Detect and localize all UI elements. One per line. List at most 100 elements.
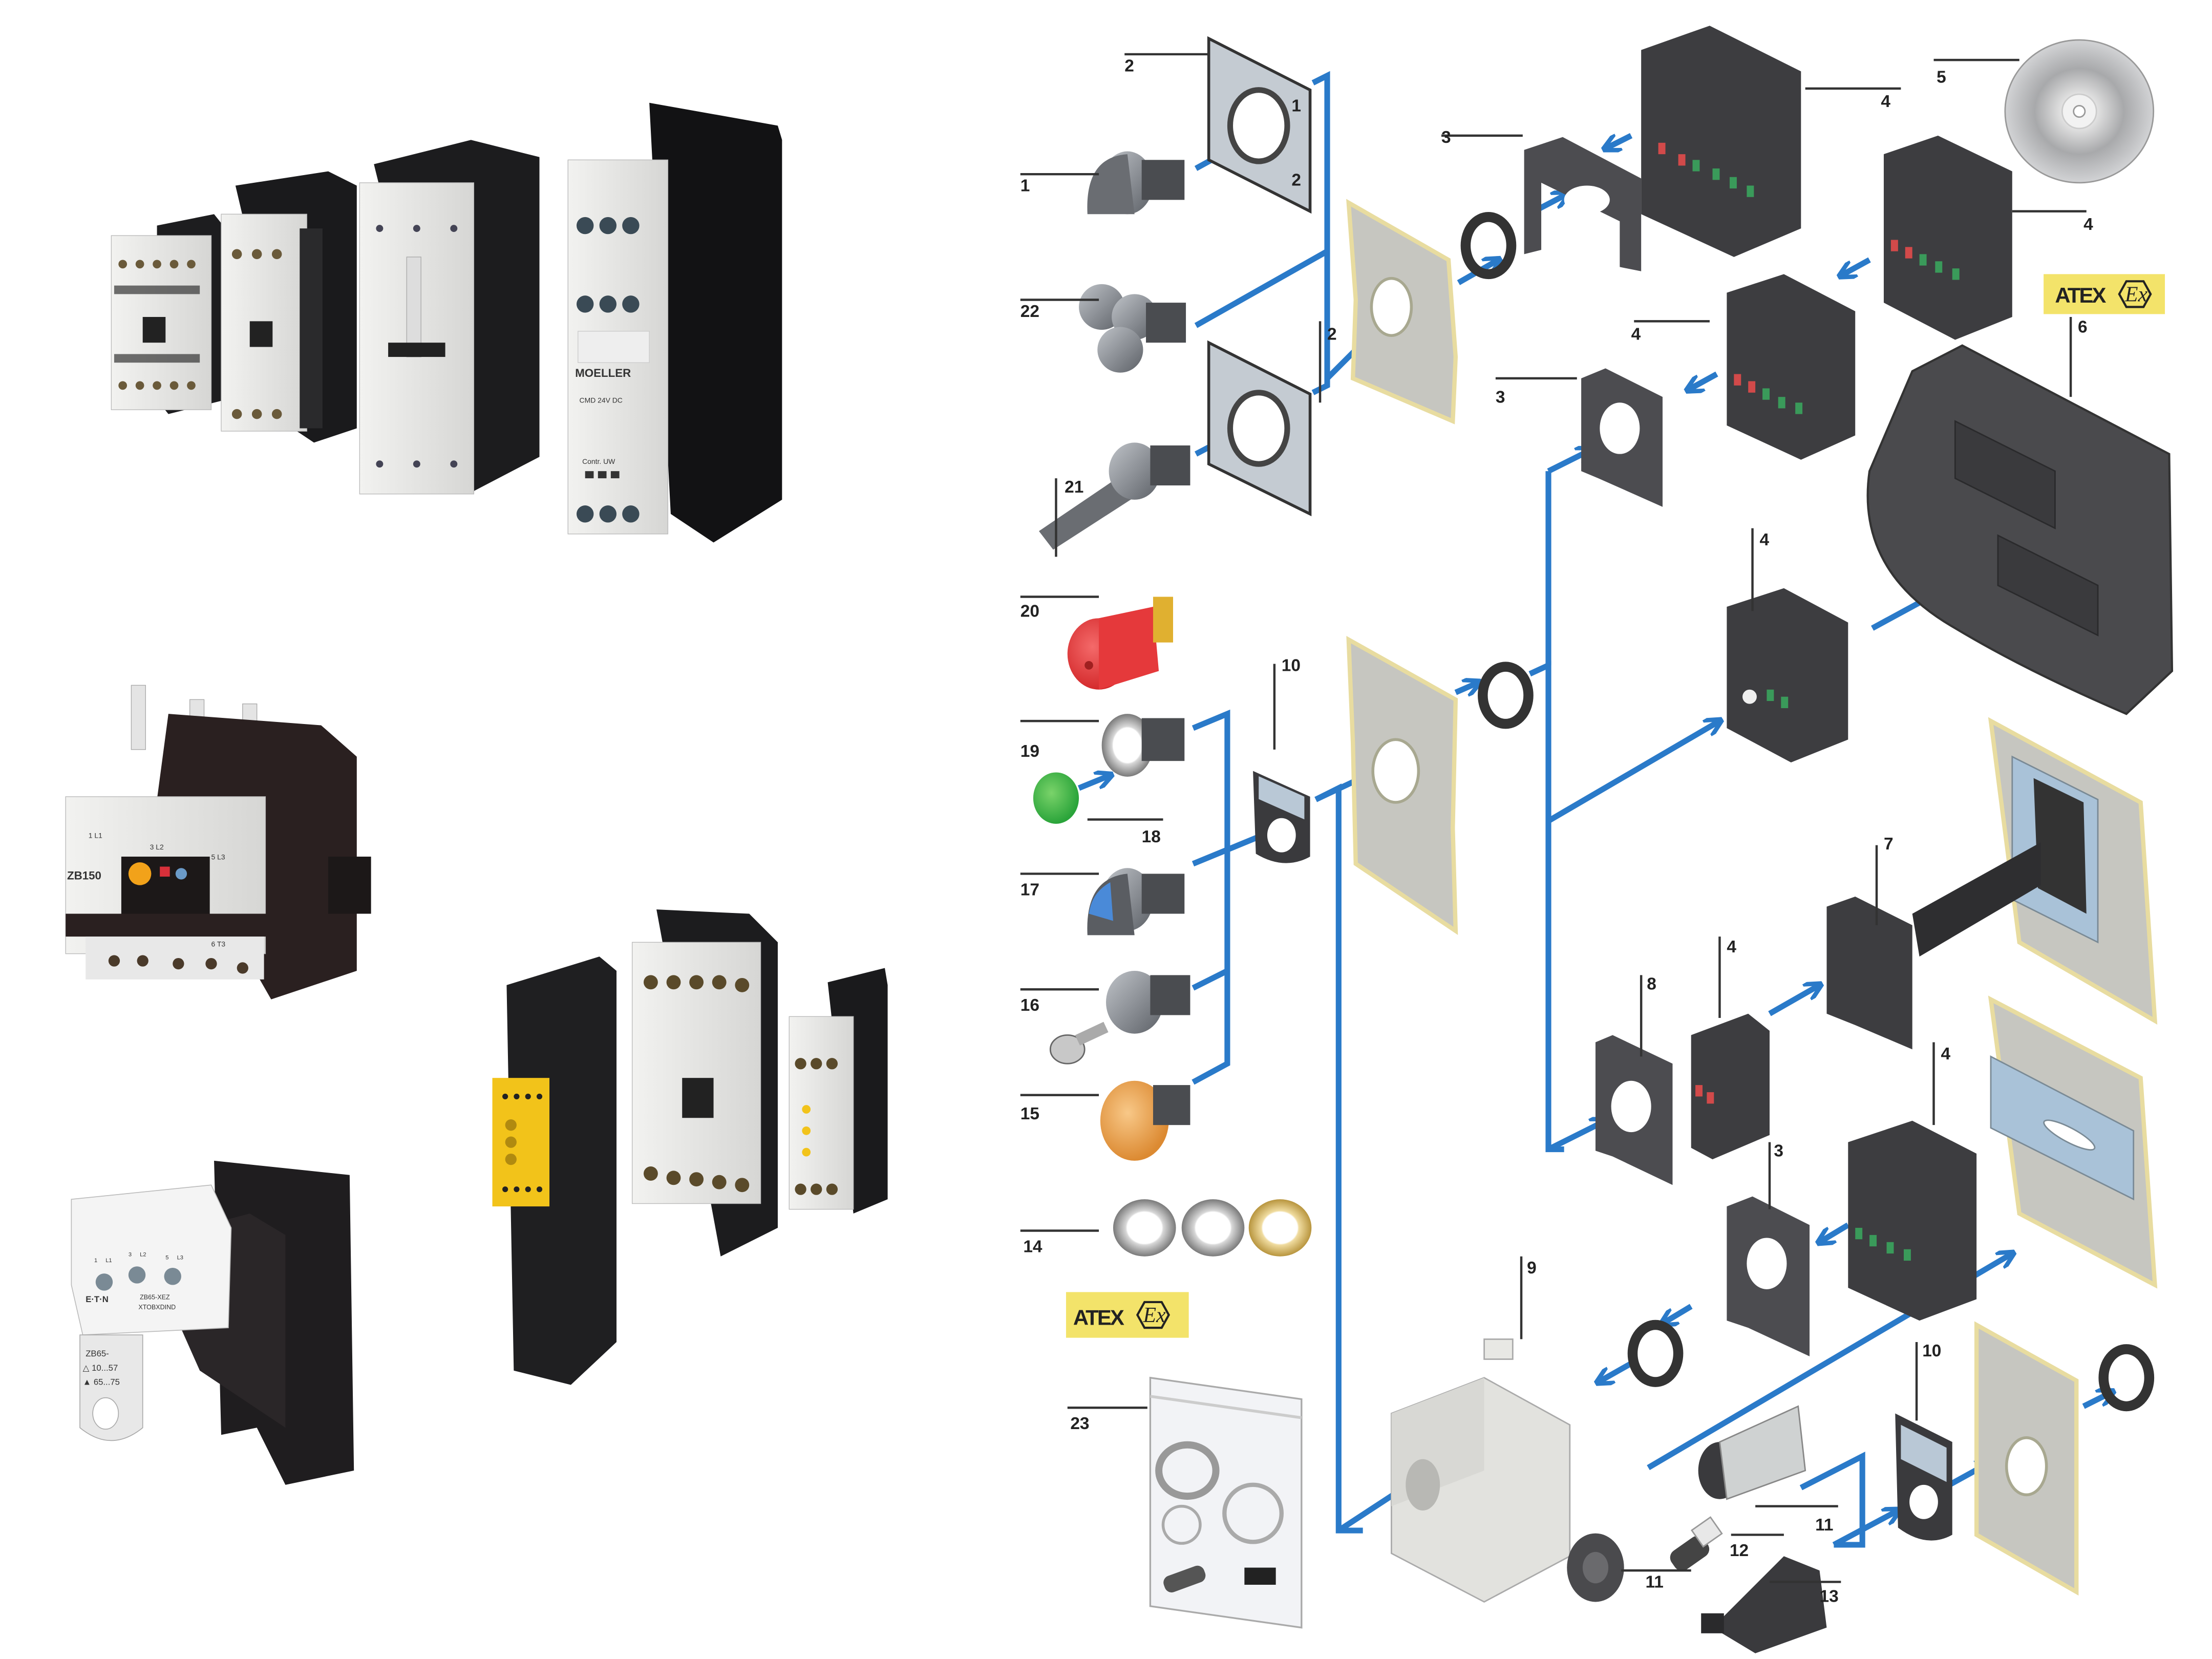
mount-terminal-l2: L2 bbox=[140, 1252, 146, 1258]
part-contact-block-mid bbox=[1727, 274, 1856, 460]
callout-14: 14 bbox=[1023, 1237, 1043, 1256]
plate-marking-2: 2 bbox=[1291, 171, 1301, 189]
tag-line-1: ZB65- bbox=[86, 1349, 109, 1358]
callout-7: 7 bbox=[1884, 835, 1894, 854]
part-contact-block-single bbox=[1691, 1013, 1770, 1160]
callout-4-top: 4 bbox=[1881, 92, 1890, 111]
part-mounting-adapter-low bbox=[1727, 1196, 1810, 1356]
callout-2-top: 2 bbox=[1124, 56, 1134, 75]
callout-16: 16 bbox=[1020, 996, 1039, 1015]
relay-model: CMD 24V DC bbox=[580, 396, 623, 404]
callout-1: 1 bbox=[1020, 177, 1030, 196]
terminal-l2: 3 L2 bbox=[150, 843, 164, 851]
part-front-panel-upper bbox=[1346, 199, 1458, 424]
part-front-panel-middle bbox=[1346, 635, 1458, 935]
callout-10-lower: 10 bbox=[1922, 1342, 1941, 1360]
plate-marking-1: 1 bbox=[1291, 96, 1301, 115]
ex-symbol-top: Ex bbox=[2124, 283, 2148, 306]
part-triple-pushbutton bbox=[1079, 284, 1186, 373]
part-front-fixing-adapter bbox=[1595, 1035, 1673, 1185]
part-spare-parts-bag bbox=[1149, 1376, 1303, 1629]
part-front-rings bbox=[1113, 1199, 1312, 1257]
part-indicator-lamp bbox=[1100, 1080, 1190, 1161]
part-front-panel-lower bbox=[1974, 1321, 2079, 1596]
ex-symbol-bottom: Ex bbox=[1142, 1304, 1166, 1327]
tag-line-2: △ 10...57 bbox=[83, 1363, 118, 1373]
terminal-l3: 5 L3 bbox=[211, 853, 225, 861]
relay-brand: MOELLER bbox=[575, 367, 631, 379]
callout-5: 5 bbox=[1937, 68, 1946, 87]
callout-9: 9 bbox=[1527, 1259, 1537, 1278]
mount-terminal-1: 1 bbox=[94, 1258, 97, 1264]
callout-11-holder: 11 bbox=[1815, 1516, 1833, 1535]
callout-4-right: 4 bbox=[2083, 215, 2093, 234]
mount-terminal-3: 3 bbox=[129, 1252, 132, 1258]
callout-21: 21 bbox=[1065, 478, 1083, 497]
callout-numbers: 2 1 22 2 21 20 19 18 17 16 15 14 23 10 3… bbox=[1020, 56, 2093, 1606]
callout-2-bottom: 2 bbox=[1327, 325, 1337, 344]
mount-model-2: XTOBXDIND bbox=[138, 1304, 176, 1311]
overload-relay-mounting-kit: 1 L1 3 L2 5 L3 E·T·N ZB65-XEZ XTOBXDIND … bbox=[71, 1160, 354, 1485]
callout-4-single: 4 bbox=[1727, 938, 1736, 956]
callout-17: 17 bbox=[1020, 880, 1039, 899]
callout-11-cap: 11 bbox=[1646, 1573, 1664, 1592]
contactor-small bbox=[111, 214, 226, 414]
callout-3-mid: 3 bbox=[1496, 388, 1505, 407]
mount-terminal-l3: L3 bbox=[177, 1254, 183, 1261]
callout-10-upper: 10 bbox=[1282, 656, 1301, 675]
part-selector-switch-blue bbox=[1087, 868, 1185, 935]
part-legend-holder-lower bbox=[1895, 1413, 1952, 1541]
part-contact-block-right bbox=[1883, 135, 2012, 340]
callout-4-center: 4 bbox=[1759, 530, 1769, 549]
monitoring-relay: MOELLER CMD 24V DC Contr. UW bbox=[567, 102, 782, 543]
callout-3-top: 3 bbox=[1441, 128, 1451, 147]
callout-4-mid: 4 bbox=[1631, 325, 1641, 344]
part-locking-ring-3 bbox=[1627, 1320, 1684, 1387]
atex-badge-bottom: ATEX Ex bbox=[1066, 1292, 1189, 1338]
callout-18: 18 bbox=[1142, 827, 1161, 846]
terminal-l1: 1 L1 bbox=[89, 832, 102, 840]
contactor-medium bbox=[221, 171, 357, 443]
part-locking-ring-2 bbox=[1478, 662, 1534, 729]
part-adapter-plate-bottom bbox=[1207, 340, 1312, 517]
atex-text-top: ATEX bbox=[2055, 283, 2106, 307]
overload-model: ZB150 bbox=[67, 869, 101, 882]
callout-6: 6 bbox=[2078, 318, 2088, 337]
part-base-fixing-adapter bbox=[1391, 1338, 1571, 1603]
atex-badge-top: ATEX Ex bbox=[2044, 274, 2165, 314]
relay-led-labels: Contr. UW bbox=[582, 457, 615, 465]
part-colored-lens bbox=[1033, 772, 1079, 824]
callout-13: 13 bbox=[1820, 1587, 1839, 1606]
part-locking-ring-4 bbox=[2098, 1344, 2155, 1412]
callout-4-low: 4 bbox=[1941, 1045, 1950, 1064]
part-mounting-adapter-mid bbox=[1581, 368, 1663, 507]
callout-22: 22 bbox=[1020, 302, 1039, 321]
part-illuminated-pushbutton bbox=[1101, 714, 1185, 777]
part-joystick bbox=[1039, 442, 1190, 550]
callout-23: 23 bbox=[1070, 1414, 1089, 1433]
callout-15: 15 bbox=[1020, 1104, 1039, 1123]
atex-text-bottom: ATEX bbox=[1073, 1306, 1124, 1330]
callout-3-low: 3 bbox=[1774, 1142, 1783, 1161]
part-contact-block-low bbox=[1848, 1120, 1977, 1321]
callout-20: 20 bbox=[1020, 602, 1039, 621]
callout-19: 19 bbox=[1020, 742, 1039, 761]
part-key-switch bbox=[1049, 971, 1190, 1065]
part-legend-holder-upper bbox=[1253, 771, 1310, 863]
part-selector-switch bbox=[1087, 151, 1185, 215]
part-din-rail-panel bbox=[1988, 995, 2158, 1289]
part-mounting-adapter-top bbox=[1524, 137, 1642, 271]
callout-leaders bbox=[1020, 53, 2087, 1583]
part-contact-block-center bbox=[1727, 588, 1848, 762]
terminal-t3: 6 T3 bbox=[211, 940, 225, 948]
callout-12: 12 bbox=[1730, 1541, 1749, 1560]
part-locking-ring-1 bbox=[1460, 212, 1517, 280]
mount-brand: E·T·N bbox=[86, 1294, 109, 1304]
contactor-lineup: MOELLER CMD 24V DC Contr. UW bbox=[111, 102, 782, 543]
mount-terminal-l1: L1 bbox=[105, 1258, 112, 1264]
part-lamp-holder bbox=[1698, 1405, 1806, 1500]
callout-8: 8 bbox=[1647, 974, 1656, 993]
part-software-cd bbox=[2004, 39, 2155, 184]
part-surface-enclosure bbox=[1866, 344, 2174, 715]
part-din-rail-adapter bbox=[1826, 717, 2158, 1050]
